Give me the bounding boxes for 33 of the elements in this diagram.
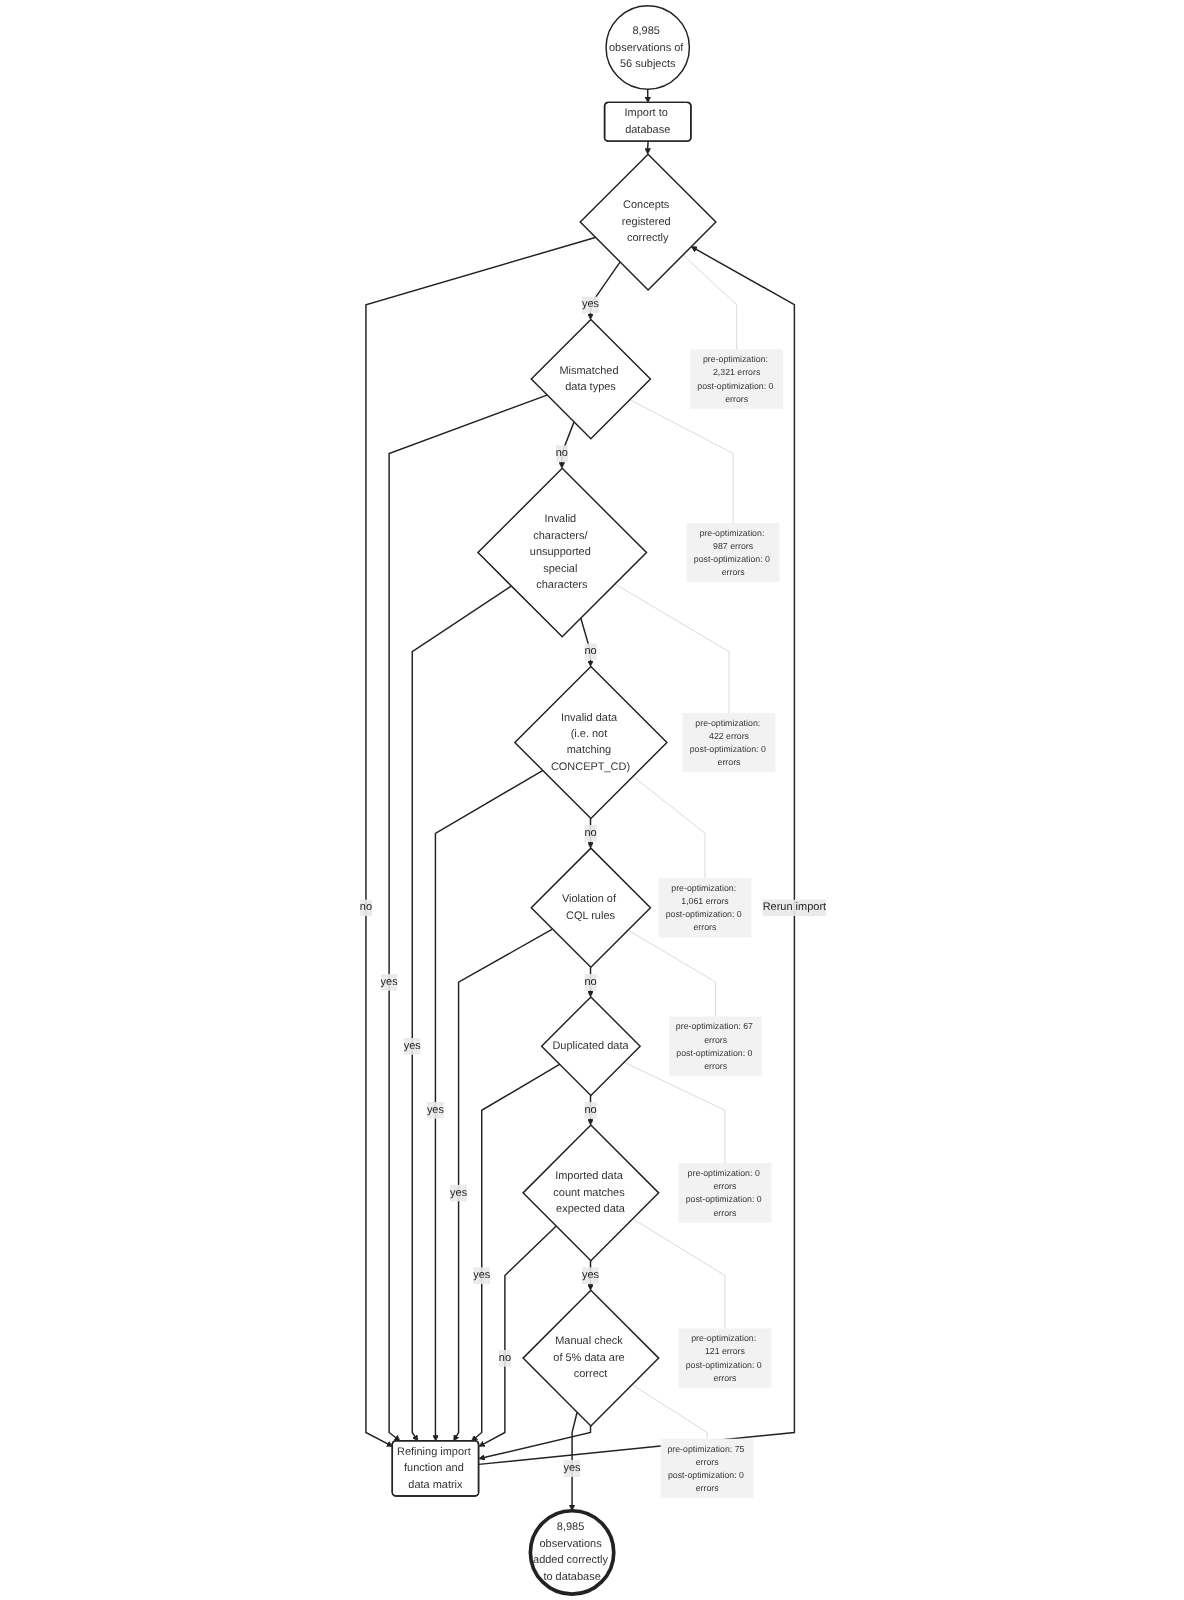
node-box	[659, 1438, 753, 1498]
node-diamond	[578, 153, 716, 291]
arrow	[643, 140, 650, 155]
connector	[626, 929, 715, 1018]
arrow	[477, 1225, 556, 1447]
arrow	[410, 585, 511, 1442]
connector	[681, 254, 737, 351]
node-box	[668, 1016, 762, 1076]
node-diamond	[475, 467, 647, 638]
node-circle	[604, 5, 690, 90]
node-box	[689, 349, 783, 409]
connector	[631, 775, 705, 879]
arrow	[477, 246, 795, 1466]
connector	[631, 1218, 725, 1330]
connector	[630, 1384, 707, 1440]
node-diamond	[529, 318, 651, 440]
connector	[613, 583, 729, 714]
node-diamond	[539, 995, 641, 1097]
arrow	[643, 88, 650, 103]
connector	[622, 1061, 725, 1164]
arrow	[452, 928, 553, 1442]
arrow	[470, 1063, 560, 1442]
arrow	[586, 261, 620, 320]
node-diamond	[529, 847, 651, 969]
arrow	[431, 769, 543, 1442]
node-diamond	[512, 665, 667, 820]
connector	[628, 399, 733, 524]
arrow	[387, 394, 547, 1442]
node-circle	[527, 1508, 615, 1596]
arrow	[567, 1411, 577, 1512]
node-diamond	[521, 1289, 659, 1427]
arrow	[477, 1425, 591, 1461]
node-diamond	[521, 1124, 659, 1262]
